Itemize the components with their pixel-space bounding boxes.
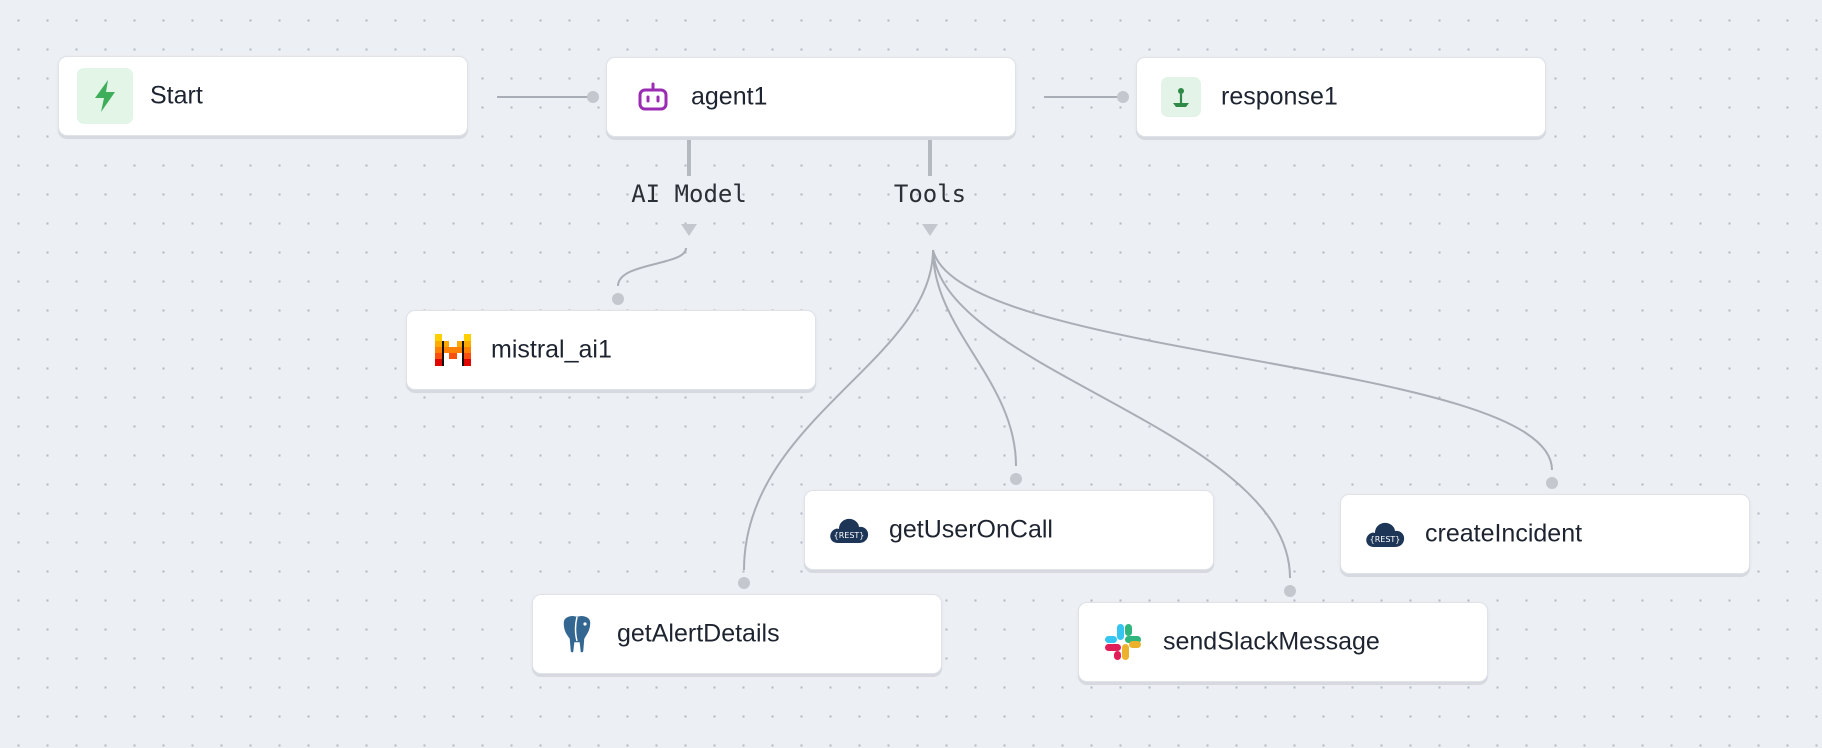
edge-agent-model: [617, 247, 687, 287]
edge-tools-oncall: [932, 249, 1017, 467]
edge-tools-alert: [743, 249, 934, 571]
svg-text:{REST}: {REST}: [834, 531, 865, 540]
robot-icon: [631, 75, 675, 119]
tools-handle-label: Tools: [893, 180, 967, 208]
postgresql-elephant-icon: [555, 612, 599, 656]
tool-node-send-slack-message[interactable]: sendSlackMessage: [1078, 602, 1488, 682]
svg-text:{REST}: {REST}: [1370, 535, 1401, 544]
incident-input-handle: [1546, 477, 1558, 489]
start-node[interactable]: Start: [58, 56, 468, 136]
node-label: sendSlackMessage: [1163, 627, 1380, 656]
ai-model-handle-label: AI Model: [631, 180, 747, 208]
node-label: mistral_ai1: [491, 335, 612, 364]
model-input-handle: [612, 293, 624, 305]
mistral-logo-icon: [431, 328, 475, 372]
tools-handle-arrow: [922, 224, 938, 236]
rest-cloud-icon: {REST}: [827, 508, 871, 552]
node-label: Start: [150, 81, 203, 110]
response-icon: [1161, 77, 1201, 117]
tool-node-create-incident[interactable]: {REST} createIncident: [1340, 494, 1750, 574]
agent-input-handle: [587, 91, 599, 103]
rest-cloud-icon: {REST}: [1363, 512, 1407, 556]
ai-model-handle-arrow: [681, 224, 697, 236]
edge-tools-slack: [932, 249, 1291, 579]
slack-logo-icon: [1101, 620, 1145, 664]
tool-node-get-alert-details[interactable]: getAlertDetails: [532, 594, 942, 674]
oncall-input-handle: [1010, 473, 1022, 485]
model-node[interactable]: mistral_ai1: [406, 310, 816, 390]
tool-node-get-user-on-call[interactable]: {REST} getUserOnCall: [804, 490, 1214, 570]
lightning-bolt-icon: [77, 68, 133, 124]
node-label: agent1: [691, 82, 768, 111]
node-label: getAlertDetails: [617, 619, 780, 648]
response-node[interactable]: response1: [1136, 57, 1546, 137]
node-label: getUserOnCall: [889, 515, 1053, 544]
alert-input-handle: [738, 577, 750, 589]
node-label: createIncident: [1425, 519, 1583, 548]
edge-tools-incident: [932, 249, 1553, 471]
node-label: response1: [1221, 82, 1338, 111]
slack-input-handle: [1284, 585, 1296, 597]
response-input-handle: [1117, 91, 1129, 103]
agent-node[interactable]: agent1: [606, 57, 1016, 137]
